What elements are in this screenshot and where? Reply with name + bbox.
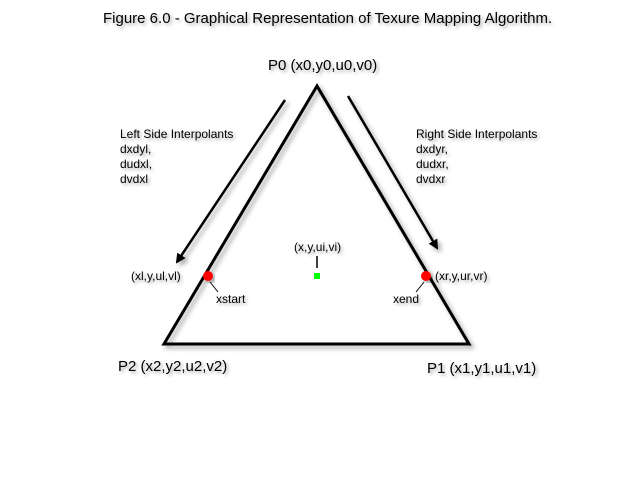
right-interpolant-item: dvdxr — [416, 172, 446, 186]
xstart-label: xstart — [216, 292, 246, 306]
right-interpolants: Right Side Interpolants dxdyr, dudxr, dv… — [416, 127, 537, 187]
right-endpoint-dot — [421, 271, 431, 281]
xstart-leader — [209, 281, 219, 293]
right-point-label: (xr,y,ur,vr) — [435, 269, 488, 283]
left-interpolant-item: dxdyl, — [120, 142, 152, 156]
right-interpolant-item: dudxr, — [416, 157, 449, 171]
vertex-p1-label: P1 (x1,y1,u1,v1) — [427, 360, 537, 377]
xend-leader — [415, 281, 425, 293]
xend-label: xend — [393, 292, 420, 306]
midpoint-dot — [314, 273, 320, 279]
left-interpolant-item: dvdxl — [120, 172, 149, 186]
figure-title: Figure 6.0 - Graphical Representation of… — [103, 10, 553, 27]
left-point-label: (xl,y,ul,vl) — [131, 269, 181, 283]
left-interpolants: Left Side Interpolants dxdyl, dudxl, dvd… — [120, 127, 233, 187]
right-interpolants-heading: Right Side Interpolants — [416, 127, 538, 141]
right-interpolant-item: dxdyr, — [416, 142, 449, 156]
vertex-p0-label: P0 (x0,y0,u0,v0) — [268, 57, 378, 74]
left-interpolants-heading: Left Side Interpolants — [120, 127, 234, 141]
right-edge-arrow — [346, 95, 439, 250]
left-edge-arrow — [175, 99, 287, 264]
triangle — [161, 83, 472, 346]
left-endpoint-dot — [203, 271, 213, 281]
left-interpolant-item: dudxl, — [120, 157, 153, 171]
mid-point-label: (x,y,ui,vi) — [294, 240, 342, 254]
vertex-p2-label: P2 (x2,y2,u2,v2) — [118, 358, 228, 375]
